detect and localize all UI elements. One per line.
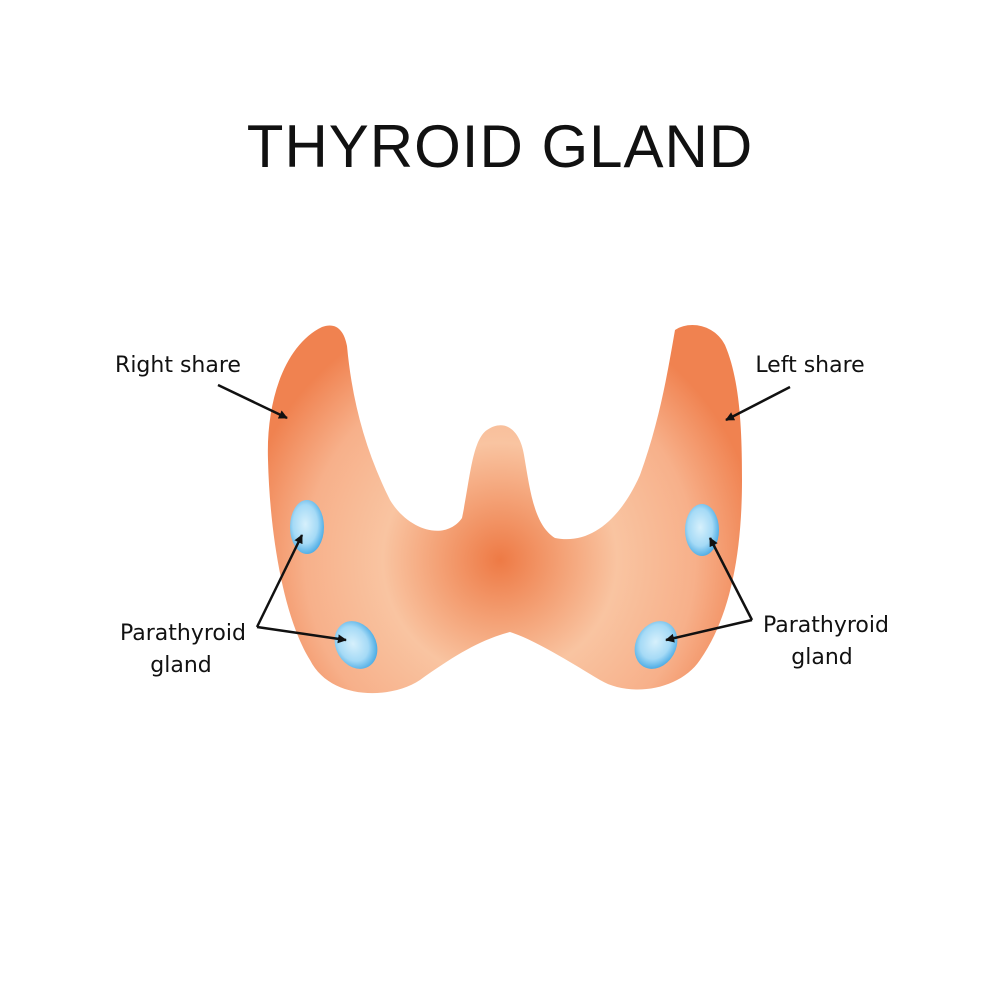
parathyroid-arrow-left-lower [256, 625, 347, 644]
parathyroid-arrow-left-upper [255, 534, 304, 628]
thyroid-gland-shape [267, 325, 742, 694]
left-share-arrow [725, 385, 791, 422]
right-share-arrow [217, 383, 288, 420]
parathyroid-gland-lower-left-side [634, 621, 678, 669]
parathyroid-arrow-right-upper [708, 537, 754, 621]
parathyroid-gland-upper-right-side [290, 500, 324, 554]
parathyroid-label-right-line2: gland [791, 645, 852, 670]
parathyroid-arrow-right-lower [665, 618, 753, 643]
right-share-label: Right share [115, 353, 241, 378]
parathyroid-gland-lower-right-side [334, 621, 378, 669]
page-title: THYROID GLAND [247, 113, 753, 180]
left-share-label: Left share [755, 353, 864, 378]
parathyroid-label-left-line2: gland [150, 653, 211, 678]
parathyroid-label-left-line1: Parathyroid [120, 621, 246, 646]
parathyroid-label-right-line1: Parathyroid [763, 613, 889, 638]
